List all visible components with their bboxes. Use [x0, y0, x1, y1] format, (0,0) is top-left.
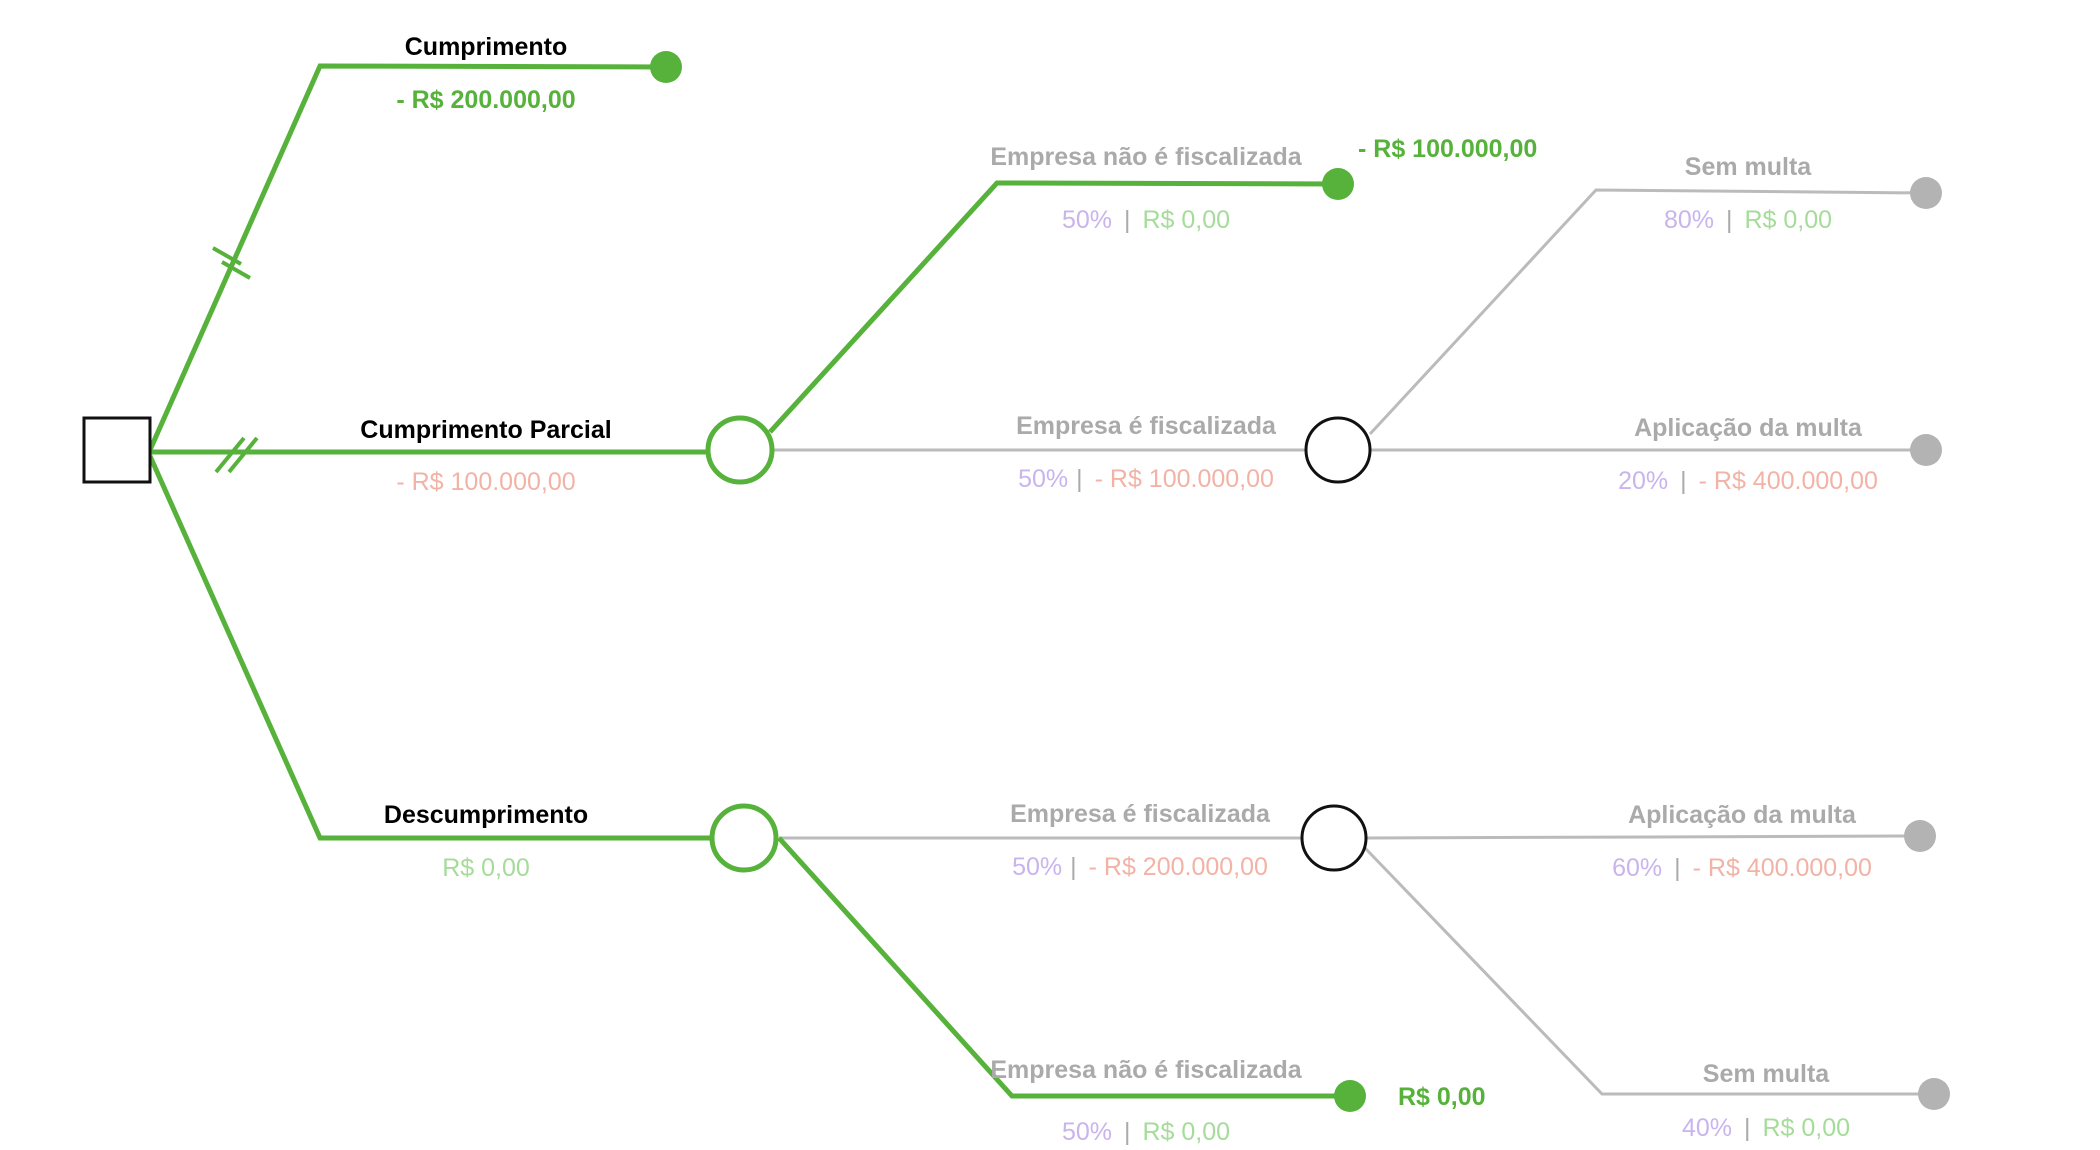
terminal-dot-icon	[1334, 1080, 1366, 1112]
branch-label-partial-not-inspected: Empresa não é fiscalizada	[990, 143, 1302, 171]
inactive-branches	[772, 188, 1934, 1096]
branch-prob-value-partial-inspected: 50%|- R$ 100.000,00	[1018, 465, 1274, 493]
terminal-dot-icon	[1910, 434, 1942, 466]
branch-label-noncompliance-no-fine: Sem multa	[1703, 1060, 1831, 1088]
branch-prob-value-partial-fine: 20%|- R$ 400.000,00	[1618, 467, 1878, 495]
branch-label-partial: Cumprimento Parcial	[360, 416, 611, 444]
edge-noncompliance-fine	[1366, 834, 1921, 840]
branch-label-noncompliance: Descumprimento	[384, 801, 588, 829]
chance-circle-icon	[709, 803, 779, 873]
branch-label-partial-fine: Aplicação da multa	[1634, 414, 1863, 442]
result-partial-not-inspected: - R$ 100.000,00	[1358, 135, 1537, 163]
chance-circle-icon	[705, 415, 775, 485]
branch-prob-value-noncompliance-not-inspected: 50%|R$ 0,00	[1062, 1118, 1230, 1146]
branch-value-partial: - R$ 100.000,00	[396, 468, 575, 496]
branch-label-noncompliance-not-inspected: Empresa não é fiscalizada	[990, 1056, 1302, 1084]
branch-label-compliance: Cumprimento	[405, 33, 568, 61]
chance-circle-icon	[1300, 804, 1368, 872]
branch-prob-value-partial-no-fine: 80%|R$ 0,00	[1664, 206, 1832, 234]
terminal-dot-icon	[1904, 820, 1936, 852]
branch-label-partial-inspected: Empresa é fiscalizada	[1016, 412, 1277, 440]
branch-label-noncompliance-fine: Aplicação da multa	[1628, 801, 1857, 829]
terminal-dot-icon	[650, 51, 682, 83]
branch-value-compliance: - R$ 200.000,00	[396, 86, 575, 114]
prune-mark-icon	[214, 436, 259, 474]
edge-noncompliance-not-inspected	[777, 836, 1350, 1099]
branch-prob-value-noncompliance-fine: 60%|- R$ 400.000,00	[1612, 854, 1872, 882]
edge-compliance	[147, 63, 667, 452]
branch-label-noncompliance-inspected: Empresa é fiscalizada	[1010, 800, 1271, 828]
result-noncompliance-not-inspected: R$ 0,00	[1398, 1083, 1486, 1111]
terminal-dot-icon	[1322, 168, 1354, 200]
branch-prob-value-partial-not-inspected: 50%|R$ 0,00	[1062, 206, 1230, 234]
edge-noncompliance	[147, 454, 711, 841]
edge-partial-not-inspected	[768, 180, 1339, 434]
branch-prob-value-noncompliance-no-fine: 40%|R$ 0,00	[1682, 1114, 1850, 1142]
chance-circle-icon	[1304, 416, 1372, 484]
branch-prob-value-noncompliance-inspected: 50%|- R$ 200.000,00	[1012, 853, 1268, 881]
branch-label-partial-no-fine: Sem multa	[1685, 153, 1813, 181]
terminal-dot-icon	[1910, 177, 1942, 209]
edge-noncompliance-no-fine	[1363, 846, 1934, 1096]
prune-mark-icon	[212, 246, 251, 280]
edge-partial-no-fine	[1368, 188, 1927, 436]
terminal-dot-icon	[1918, 1078, 1950, 1110]
branch-value-noncompliance: R$ 0,00	[442, 854, 530, 882]
decision-square-icon	[82, 416, 152, 484]
